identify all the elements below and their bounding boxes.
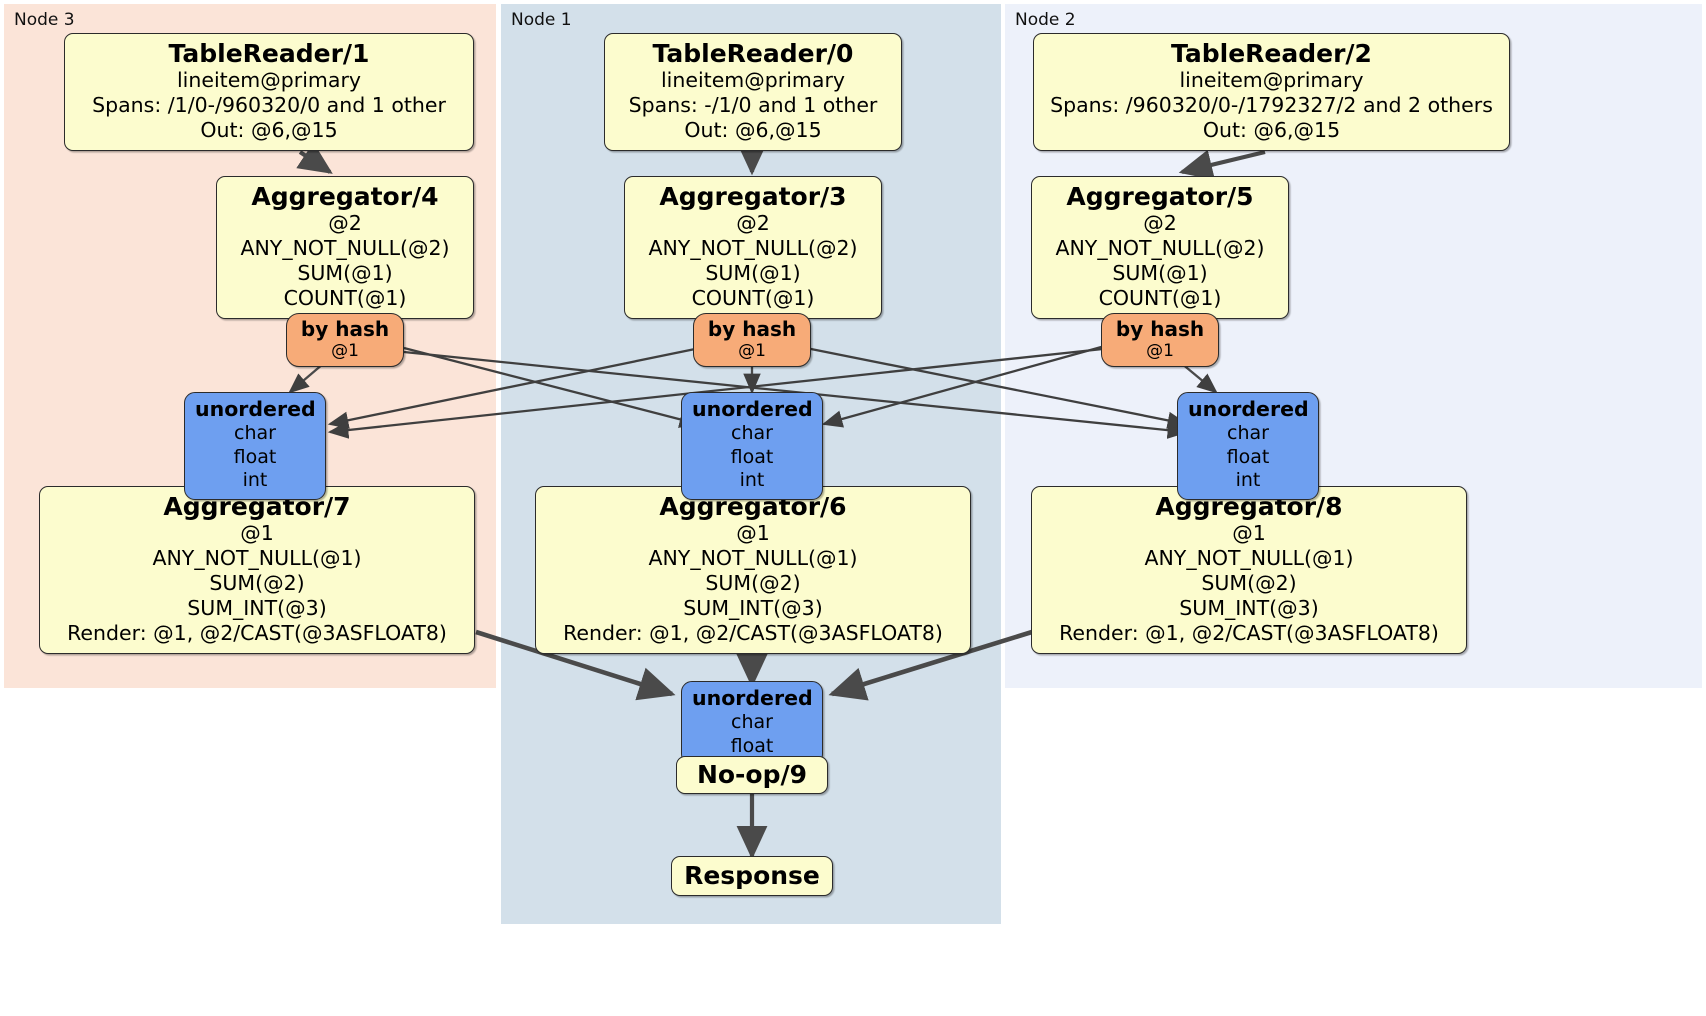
router-unordered-left[interactable]: unordered char float int [184, 392, 326, 500]
router-by-hash-mid[interactable]: by hash @1 [693, 313, 811, 368]
processor-title: Response [684, 861, 820, 890]
processor-title: TableReader/1 [168, 39, 370, 68]
processor-aggregator-4[interactable]: Aggregator/4 @2 ANY_NOT_NULL(@2) SUM(@1)… [216, 176, 474, 319]
router-detail-line: int [1235, 469, 1261, 492]
processor-detail-line: SUM(@2) [209, 571, 305, 595]
processor-table-reader-1[interactable]: TableReader/1 lineitem@primary Spans: /1… [64, 33, 474, 151]
processor-title: TableReader/2 [1171, 39, 1372, 68]
router-detail-line: char [731, 711, 773, 733]
router-detail-line: int [739, 469, 765, 492]
processor-detail-line: lineitem@primary [660, 68, 846, 92]
processor-detail-line: @2 [736, 211, 770, 235]
processor-title: TableReader/0 [652, 39, 854, 68]
processor-detail-line: COUNT(@1) [1098, 286, 1222, 310]
router-title: unordered [195, 397, 316, 421]
processor-detail-line: @2 [328, 211, 362, 235]
router-detail-line: @1 [1146, 341, 1174, 361]
processor-detail-line: COUNT(@1) [283, 286, 407, 310]
processor-render-line: Render: @1, @2/CAST(@3ASFLOAT8) [563, 621, 943, 645]
router-unordered-mid[interactable]: unordered char float int [681, 392, 823, 500]
processor-table-reader-2[interactable]: TableReader/2 lineitem@primary Spans: /9… [1033, 33, 1510, 151]
processor-detail-line: ANY_NOT_NULL(@1) [152, 546, 362, 570]
router-title: unordered [692, 397, 813, 421]
router-unordered-right[interactable]: unordered char float int [1177, 392, 1319, 500]
router-detail-line: int [242, 469, 268, 492]
router-detail-line: char [1227, 422, 1269, 444]
processor-render-line: Render: @1, @2/CAST(@3ASFLOAT8) [1059, 621, 1439, 645]
processor-detail-line: ANY_NOT_NULL(@2) [1055, 236, 1265, 260]
router-by-hash-left[interactable]: by hash @1 [286, 313, 404, 368]
router-title: unordered [692, 686, 813, 710]
router-detail-line: char [731, 422, 773, 444]
router-detail-line: char [234, 422, 276, 444]
processor-render-line: Render: @1, @2/CAST(@3ASFLOAT8) [67, 621, 447, 645]
processor-title: No-op/9 [696, 760, 808, 789]
processor-detail-line: ANY_NOT_NULL(@1) [1144, 546, 1354, 570]
processor-detail-line: Spans: /1/0-/960320/0 and 1 other [92, 93, 446, 117]
processor-detail-line: Out: @6,@15 [1202, 118, 1341, 142]
processor-table-reader-0[interactable]: TableReader/0 lineitem@primary Spans: -/… [604, 33, 902, 151]
node-panel-label-node3: Node 3 [14, 10, 75, 30]
processor-detail-line: SUM_INT(@3) [187, 596, 327, 620]
node-panel-label-node1: Node 1 [511, 10, 572, 30]
processor-detail-line: SUM(@2) [1201, 571, 1297, 595]
processor-detail-line: COUNT(@1) [691, 286, 815, 310]
processor-response[interactable]: Response [671, 856, 833, 896]
processor-title: Aggregator/4 [251, 182, 439, 211]
processor-detail-line: SUM(@1) [297, 261, 393, 285]
processor-aggregator-5[interactable]: Aggregator/5 @2 ANY_NOT_NULL(@2) SUM(@1)… [1031, 176, 1289, 319]
processor-detail-line: @2 [1143, 211, 1177, 235]
router-detail-line: @1 [738, 341, 766, 361]
processor-aggregator-8[interactable]: Aggregator/8 @1 ANY_NOT_NULL(@1) SUM(@2)… [1031, 486, 1467, 654]
processor-detail-line: @1 [736, 521, 770, 545]
processor-detail-line: SUM(@1) [705, 261, 801, 285]
router-detail-line: float [1226, 445, 1270, 468]
processor-aggregator-3[interactable]: Aggregator/3 @2 ANY_NOT_NULL(@2) SUM(@1)… [624, 176, 882, 319]
router-detail-line: float [730, 445, 774, 468]
processor-detail-line: Out: @6,@15 [684, 118, 822, 142]
router-detail-line: float [730, 734, 774, 757]
processor-detail-line: SUM_INT(@3) [1179, 596, 1319, 620]
router-unordered-final[interactable]: unordered char float [681, 681, 823, 766]
processor-aggregator-6[interactable]: Aggregator/6 @1 ANY_NOT_NULL(@1) SUM(@2)… [535, 486, 971, 654]
processor-detail-line: lineitem@primary [1179, 68, 1364, 92]
processor-detail-line: ANY_NOT_NULL(@2) [648, 236, 858, 260]
processor-title: Aggregator/5 [1066, 182, 1254, 211]
node-panel-label-node2: Node 2 [1015, 10, 1076, 30]
processor-detail-line: SUM(@1) [1112, 261, 1208, 285]
processor-aggregator-7[interactable]: Aggregator/7 @1 ANY_NOT_NULL(@1) SUM(@2)… [39, 486, 475, 654]
processor-detail-line: @1 [1232, 521, 1266, 545]
processor-detail-line: @1 [240, 521, 274, 545]
router-by-hash-right[interactable]: by hash @1 [1101, 313, 1219, 368]
router-title: by hash [300, 317, 390, 341]
router-title: unordered [1188, 397, 1309, 421]
processor-detail-line: Spans: /960320/0-/1792327/2 and 2 others [1050, 93, 1493, 117]
router-title: by hash [1115, 317, 1205, 341]
processor-title: Aggregator/3 [659, 182, 847, 211]
processor-detail-line: Out: @6,@15 [200, 118, 338, 142]
processor-detail-line: ANY_NOT_NULL(@2) [240, 236, 450, 260]
processor-noop-9[interactable]: No-op/9 [676, 756, 828, 794]
processor-detail-line: Spans: -/1/0 and 1 other [628, 93, 878, 117]
processor-detail-line: SUM_INT(@3) [683, 596, 823, 620]
processor-detail-line: lineitem@primary [176, 68, 362, 92]
processor-detail-line: ANY_NOT_NULL(@1) [648, 546, 858, 570]
router-detail-line: @1 [331, 341, 359, 361]
router-detail-line: float [233, 445, 277, 468]
router-title: by hash [707, 317, 797, 341]
processor-detail-line: SUM(@2) [705, 571, 801, 595]
